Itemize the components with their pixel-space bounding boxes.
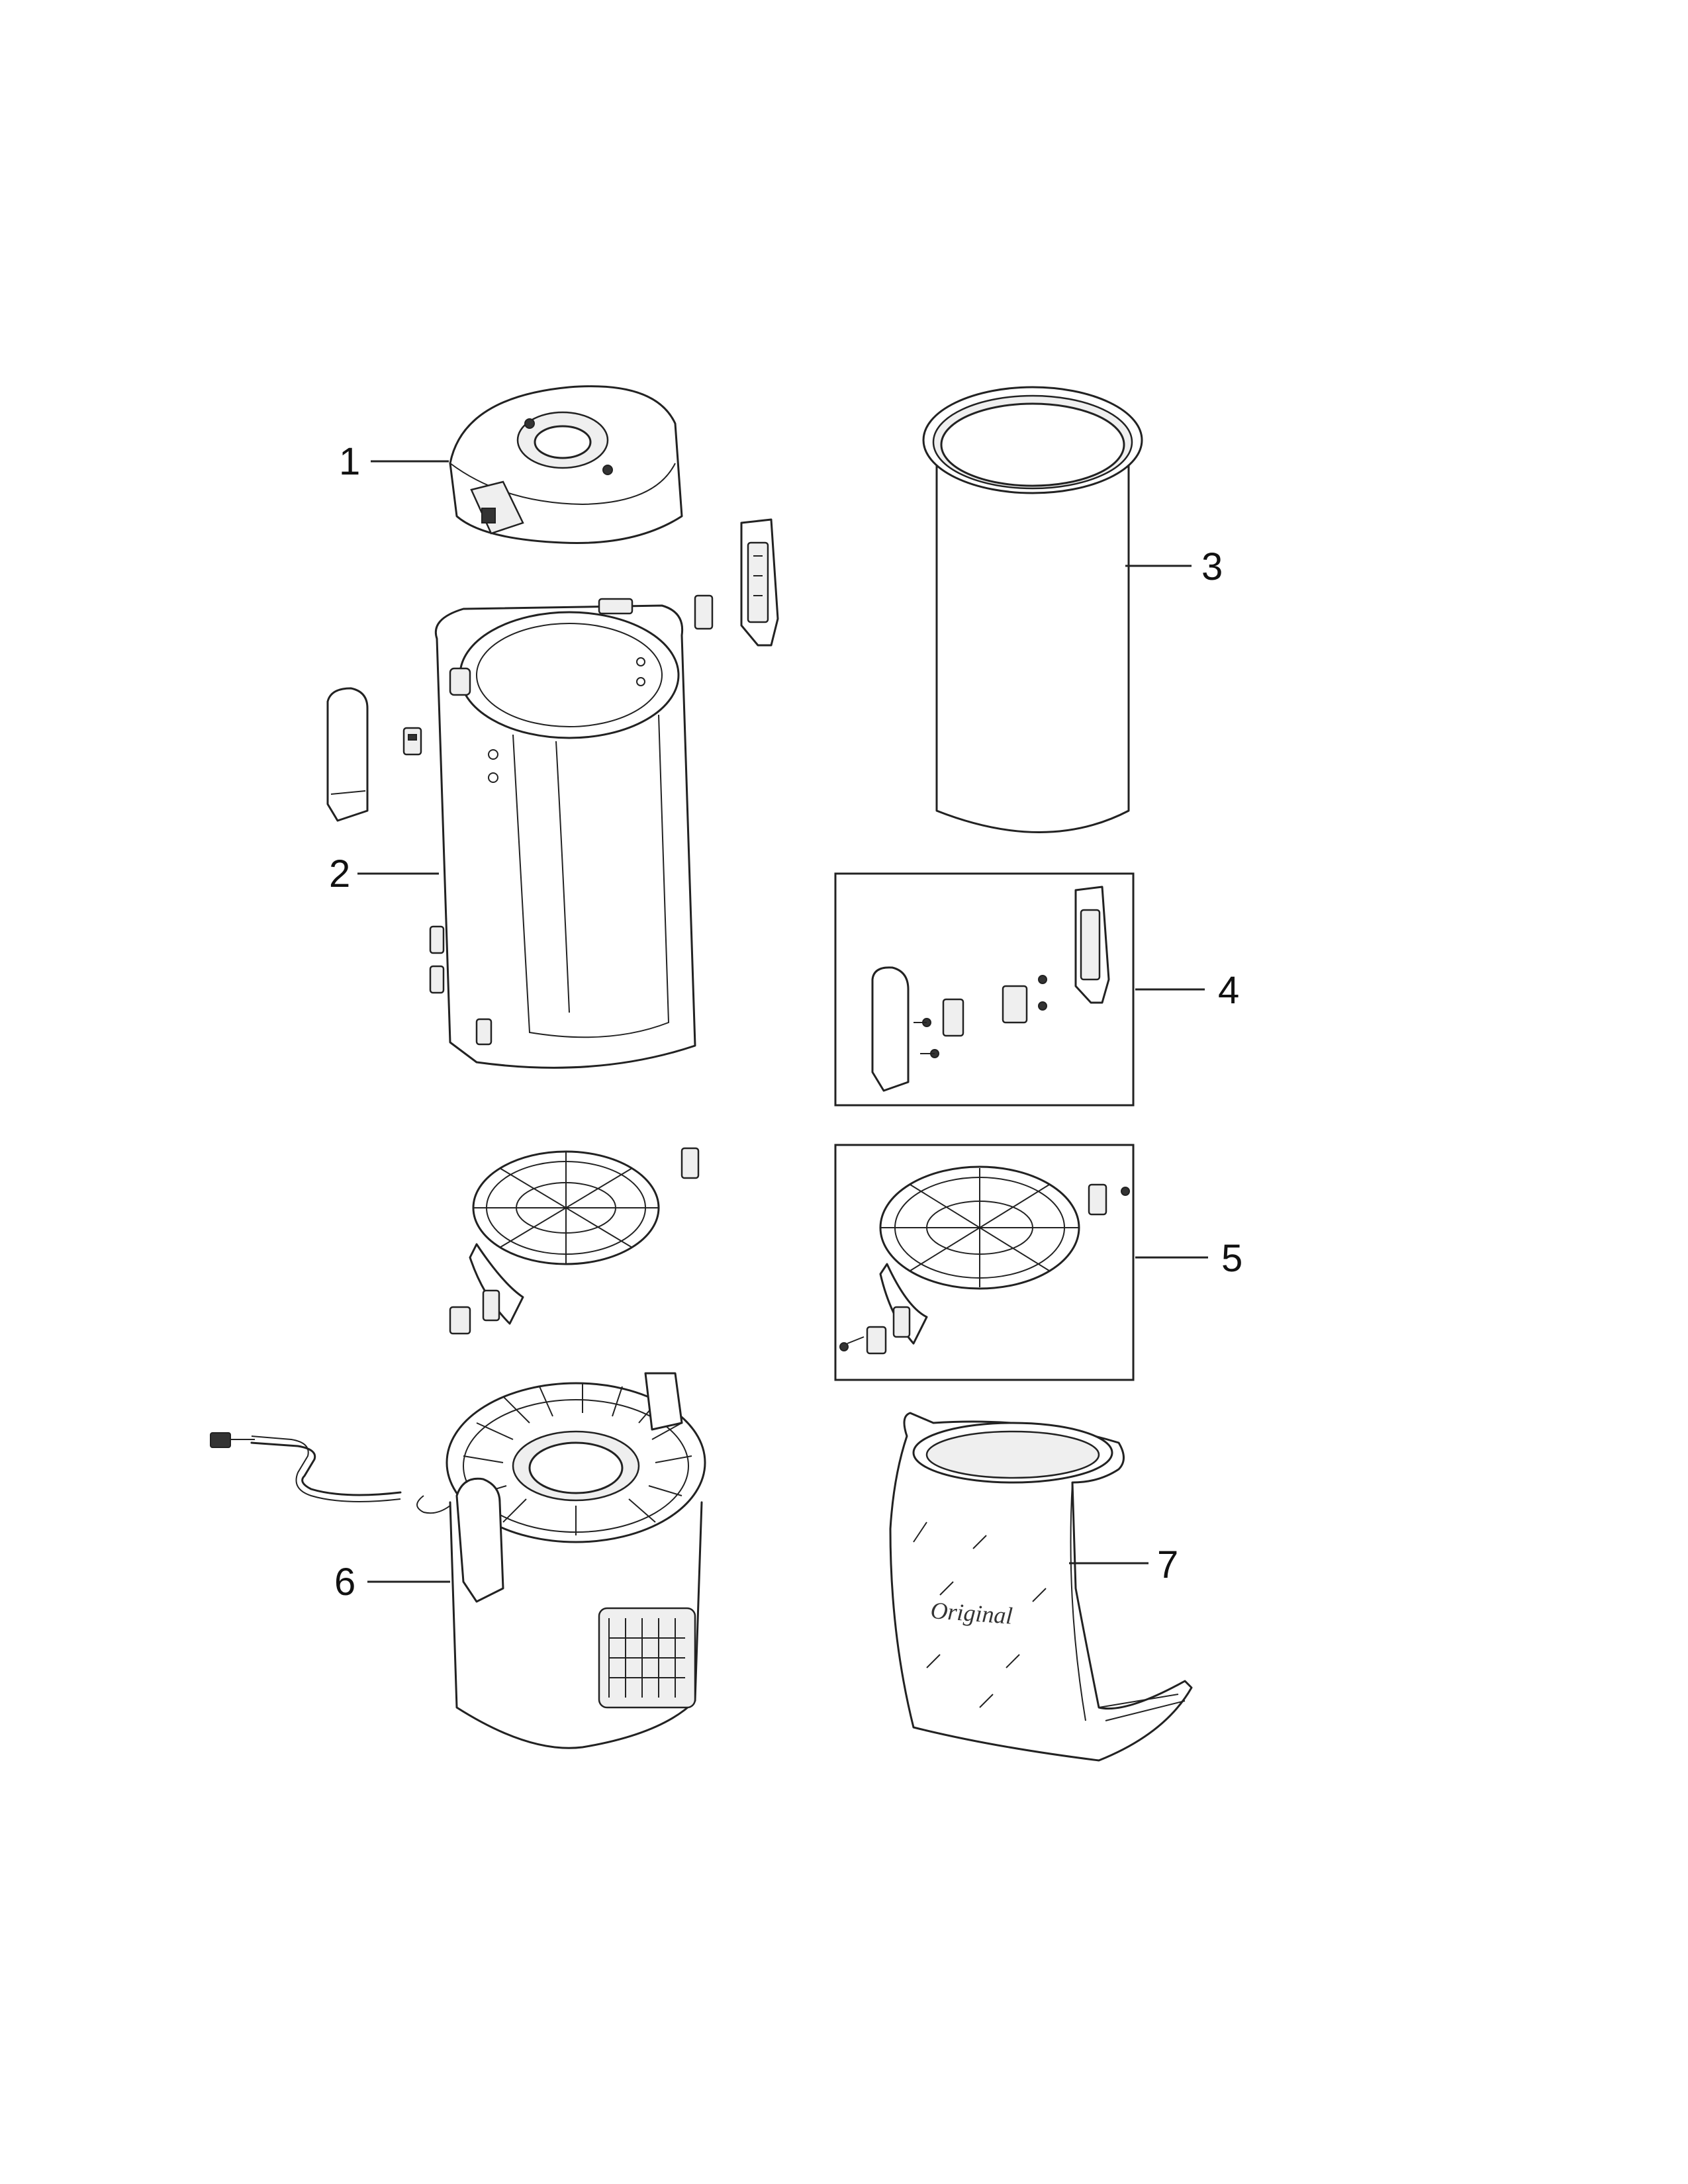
part-7-dust-bag: Original — [889, 1412, 1193, 1762]
part-2-left-latch — [326, 687, 422, 822]
bag-print-text: Original — [929, 1597, 1013, 1629]
part-6-motor-unit — [210, 1372, 706, 1749]
part-1-top-lid — [449, 385, 683, 544]
callout-4: 4 — [1218, 969, 1239, 1012]
callout-7: 7 — [1157, 1543, 1178, 1586]
part-5-grid-kit — [839, 1165, 1130, 1355]
part-2-main-housing — [429, 598, 696, 1069]
callout-1: 1 — [339, 440, 360, 483]
callout-6: 6 — [334, 1561, 355, 1604]
callout-numbers: 1 2 3 4 5 6 7 — [329, 440, 1243, 1604]
callout-2: 2 — [329, 852, 350, 895]
part-5-frame — [834, 1144, 1135, 1381]
part-4-frame — [834, 872, 1135, 1107]
grid-wheel-loose — [449, 1147, 700, 1335]
part-4-latch-kit — [871, 886, 1110, 1092]
part-3-filter-cylinder — [922, 386, 1143, 833]
callout-5: 5 — [1221, 1237, 1243, 1280]
part-2-right-latch — [694, 518, 779, 647]
callout-3: 3 — [1201, 545, 1223, 588]
leader-lines — [357, 460, 1208, 1583]
